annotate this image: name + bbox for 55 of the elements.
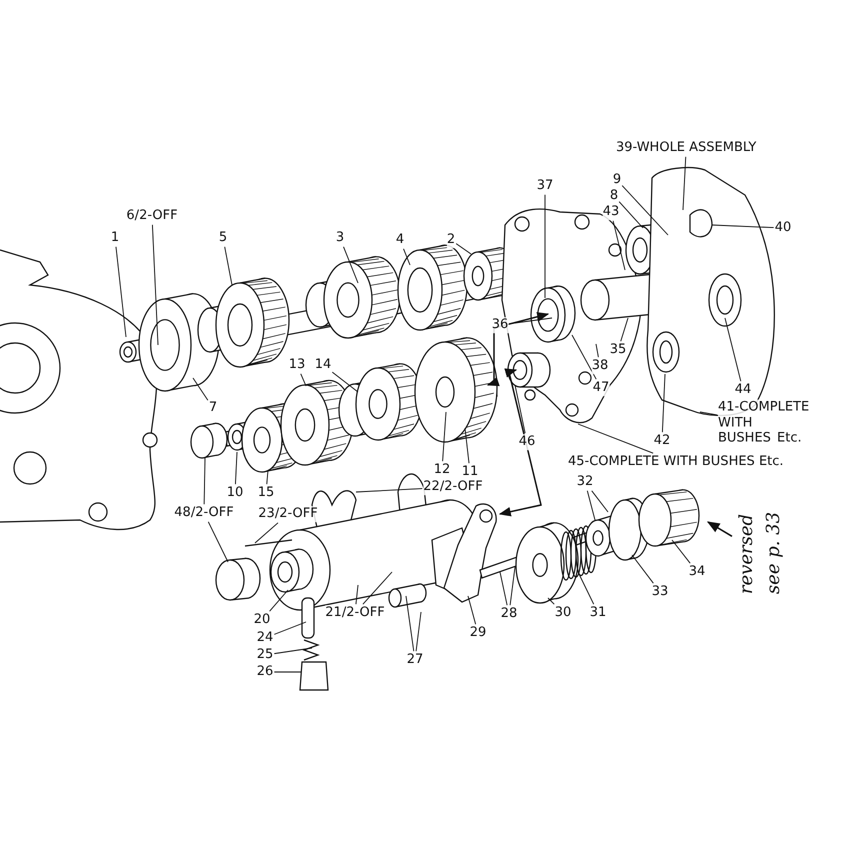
leader-line bbox=[234, 452, 238, 485]
leader-line bbox=[672, 540, 691, 564]
leader-line bbox=[332, 372, 358, 392]
leader-line bbox=[456, 243, 472, 254]
leader-line bbox=[300, 373, 306, 386]
leader-line bbox=[591, 490, 608, 512]
callout-number: 46 bbox=[518, 434, 536, 450]
leader-line bbox=[468, 596, 476, 625]
leader-line bbox=[442, 412, 446, 462]
leader-line bbox=[403, 248, 410, 266]
leader-line bbox=[700, 412, 718, 416]
leader-line bbox=[632, 554, 654, 584]
leader-line bbox=[724, 318, 742, 382]
leader-line bbox=[266, 470, 268, 485]
leader-line bbox=[274, 622, 306, 635]
leader-line bbox=[406, 596, 414, 652]
leader-line bbox=[578, 572, 594, 605]
leader-line bbox=[416, 612, 422, 652]
leader-line bbox=[224, 246, 232, 286]
leader-line bbox=[596, 344, 599, 358]
leader-line bbox=[208, 521, 228, 562]
leader-line bbox=[152, 224, 158, 346]
leader-line bbox=[586, 490, 596, 520]
leader-line bbox=[204, 458, 206, 505]
leader-line bbox=[662, 374, 666, 433]
leader-line bbox=[612, 220, 626, 270]
leader-line bbox=[356, 584, 358, 605]
leader-line bbox=[578, 424, 654, 454]
callout-number: 43 bbox=[602, 204, 620, 220]
leader-line bbox=[618, 201, 644, 228]
leader-line bbox=[510, 566, 516, 606]
leader-line bbox=[192, 378, 208, 401]
callout-label: 22/2-OFF bbox=[423, 479, 483, 495]
leader-line bbox=[274, 648, 312, 654]
leader-line bbox=[508, 318, 552, 324]
leader-line bbox=[254, 522, 278, 544]
leader-line bbox=[572, 334, 597, 380]
leader-line bbox=[514, 384, 526, 434]
leader-line bbox=[116, 246, 126, 338]
callout-number: 47 bbox=[592, 380, 610, 396]
arrow bbox=[706, 521, 732, 537]
callout-number: 38 bbox=[592, 358, 608, 374]
leader-line bbox=[712, 224, 774, 228]
leader-line bbox=[343, 246, 358, 284]
leader-line bbox=[464, 428, 470, 464]
leader-line bbox=[362, 572, 392, 605]
leader-line bbox=[500, 572, 508, 606]
leader-line bbox=[548, 598, 555, 605]
leader-line bbox=[622, 185, 668, 236]
leader-line bbox=[269, 590, 288, 612]
leader-line bbox=[356, 488, 423, 492]
leader-line bbox=[620, 318, 628, 342]
callout-number: 36 bbox=[492, 317, 508, 333]
callout-label: 23/2-OFF bbox=[258, 506, 318, 522]
callout-number: 2 bbox=[446, 232, 456, 248]
